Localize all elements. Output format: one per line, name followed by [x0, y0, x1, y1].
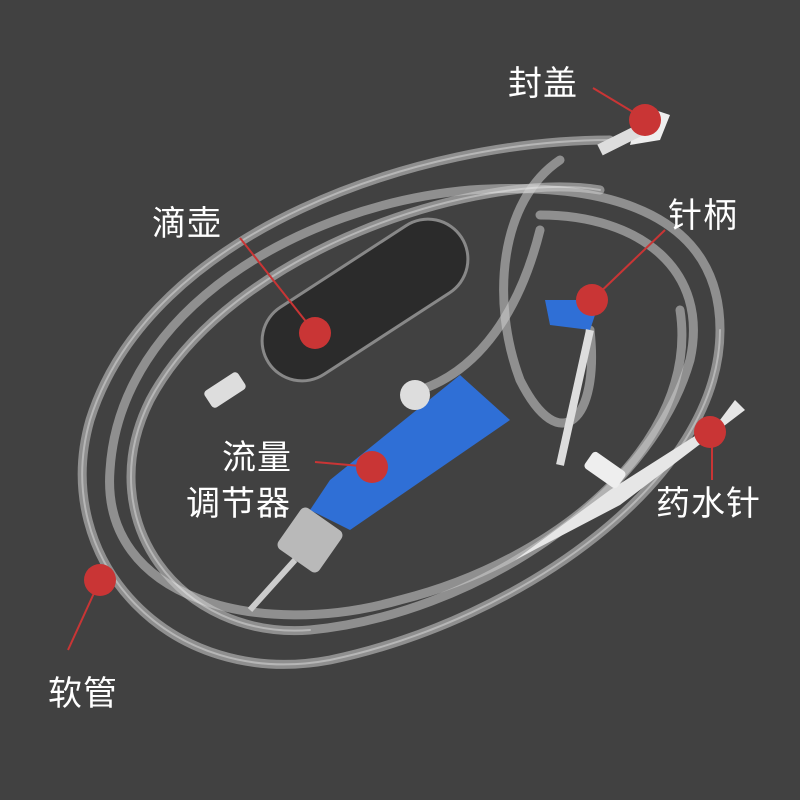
drip-chamber-marker [299, 317, 331, 349]
flow-regulator [247, 375, 510, 613]
label-needle-handle: 针柄 [668, 196, 738, 236]
label-cap: 封盖 [508, 64, 578, 104]
label-flow-regulator-2: 调节器 [186, 484, 291, 524]
marker-dots [84, 104, 726, 596]
label-spike: 药水针 [656, 484, 761, 524]
label-drip-chamber: 滴壶 [152, 204, 222, 244]
cap-marker [629, 104, 661, 136]
tubing-marker [84, 564, 116, 596]
needle-handle-marker [576, 284, 608, 316]
tubing-loops [77, 135, 725, 669]
flow-regulator-marker [356, 451, 388, 483]
spike-marker [694, 416, 726, 448]
label-flow-regulator-1: 流量 [222, 438, 292, 478]
label-tubing: 软管 [48, 674, 118, 714]
spike [515, 400, 745, 560]
